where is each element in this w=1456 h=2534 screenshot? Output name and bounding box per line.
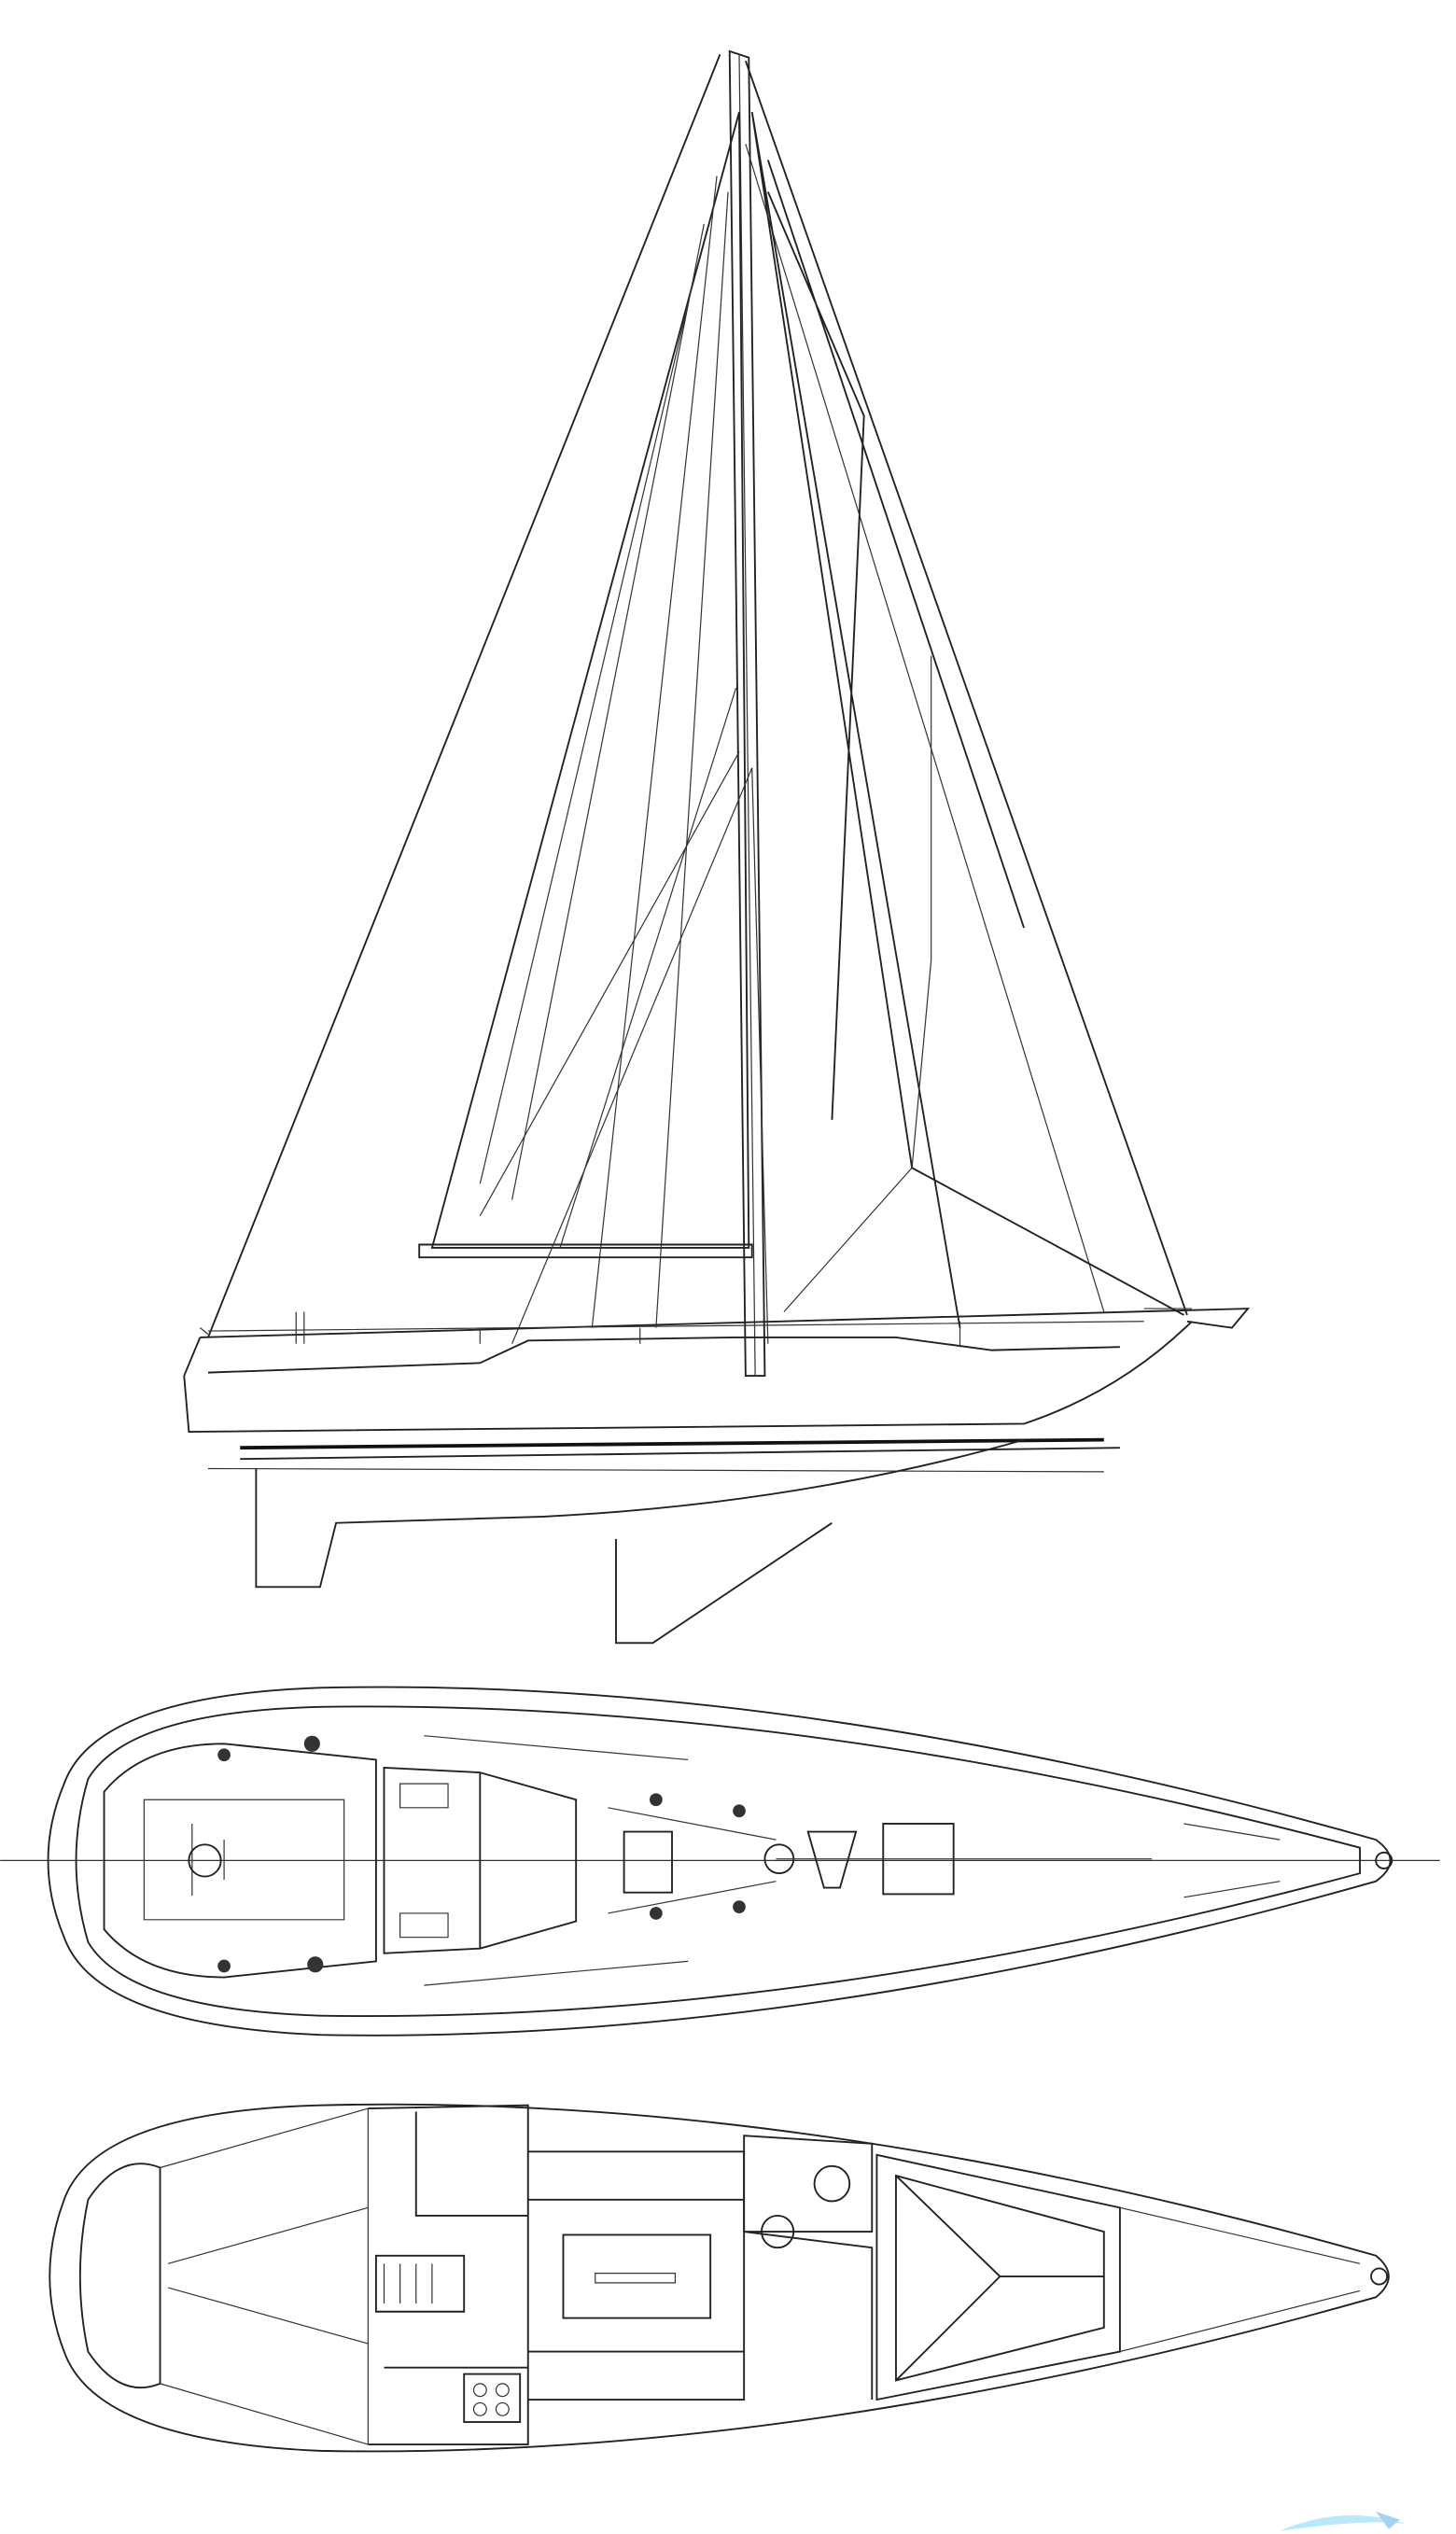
saloon-table bbox=[562, 2233, 712, 2319]
winches bbox=[217, 1735, 746, 1973]
forward-cabin bbox=[875, 2153, 1121, 2401]
anchor-locker bbox=[806, 1830, 858, 1889]
coachroof bbox=[383, 1766, 578, 1954]
deck-hatch bbox=[623, 1830, 673, 1894]
inner-forestay bbox=[745, 144, 1105, 1312]
aft-cabin bbox=[160, 2107, 369, 2445]
cabin-house bbox=[207, 1336, 1120, 1374]
cockpit bbox=[103, 1743, 377, 1979]
stanchions bbox=[200, 1308, 1193, 1348]
spinnaker bbox=[511, 655, 932, 1345]
helm-wheel bbox=[188, 1843, 222, 1878]
keel bbox=[255, 1438, 1025, 1589]
deck-plan bbox=[0, 1686, 1440, 2037]
genoa bbox=[750, 111, 1184, 1328]
forestay bbox=[744, 60, 1188, 1316]
mainsail bbox=[430, 111, 750, 1249]
tracks bbox=[424, 1735, 1281, 1986]
mainsail-battens bbox=[479, 175, 729, 1328]
sail-plan bbox=[207, 49, 1188, 1377]
backstay bbox=[207, 53, 721, 1338]
mast bbox=[728, 49, 766, 1377]
interior-layout bbox=[49, 2103, 1390, 2453]
galley-nav bbox=[368, 2104, 529, 2445]
hull-profile bbox=[183, 1308, 1251, 1645]
watermark-logo bbox=[1280, 2512, 1408, 2531]
rudder bbox=[615, 1521, 833, 1645]
head bbox=[743, 2135, 874, 2401]
spreader-lines bbox=[479, 687, 740, 1249]
boom bbox=[418, 1243, 753, 1259]
saloon bbox=[527, 2150, 746, 2401]
